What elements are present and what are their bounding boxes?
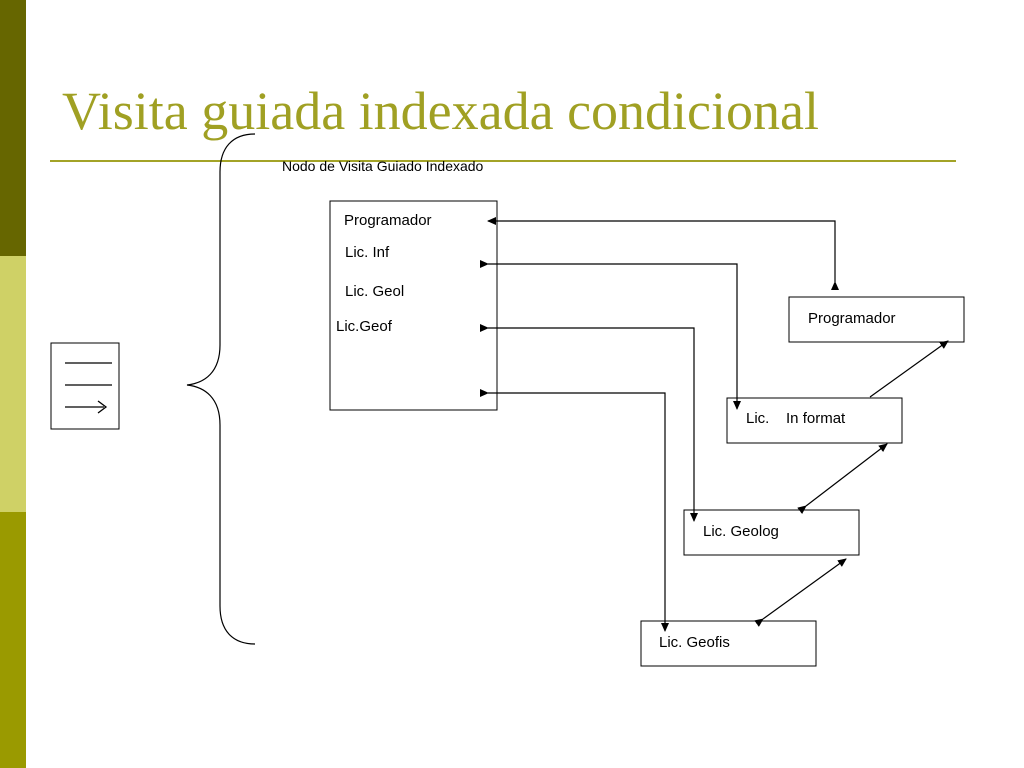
sidebar-light-stripe [0,256,26,512]
index-node-box [329,200,498,411]
pointer-end [480,389,669,632]
index-entry-programador: Programador [344,212,432,229]
index-entry-lic-inf: Lic. Inf [345,244,390,261]
sidebar-mid-stripe [0,512,26,768]
sidebar-dark-stripe [0,0,26,256]
record-label-lic-geolog: Lic. Geolog [703,523,779,540]
link-geofis-geolog [754,558,847,627]
curly-brace [186,133,256,645]
record-label-programador: Programador [808,310,896,327]
pointer-programador [487,217,839,290]
record-label-lic-geofis: Lic. Geofis [659,634,730,651]
record-box-lic-geofis [640,620,817,667]
record-box-lic-geolog [683,509,860,556]
index-entry-lic-geol: Lic. Geol [345,283,405,300]
record-label-lic-informat: Lic. In format [746,410,846,427]
node-label: Nodo de Visita Guiado Indexado [282,158,484,174]
index-entry-lic-geof: Lic.Geof [336,318,392,335]
record-box-programador [788,296,965,343]
link-informat-programador [869,340,949,398]
title-underline [50,160,956,162]
slide-title: Visita guiada indexada condicional [62,81,820,141]
pointer-lic-inf [480,260,741,410]
pointer-lic-geof [480,324,698,522]
record-box-lic-informat [726,397,903,444]
list-with-arrow-icon [50,342,120,430]
link-geolog-informat [797,443,888,515]
